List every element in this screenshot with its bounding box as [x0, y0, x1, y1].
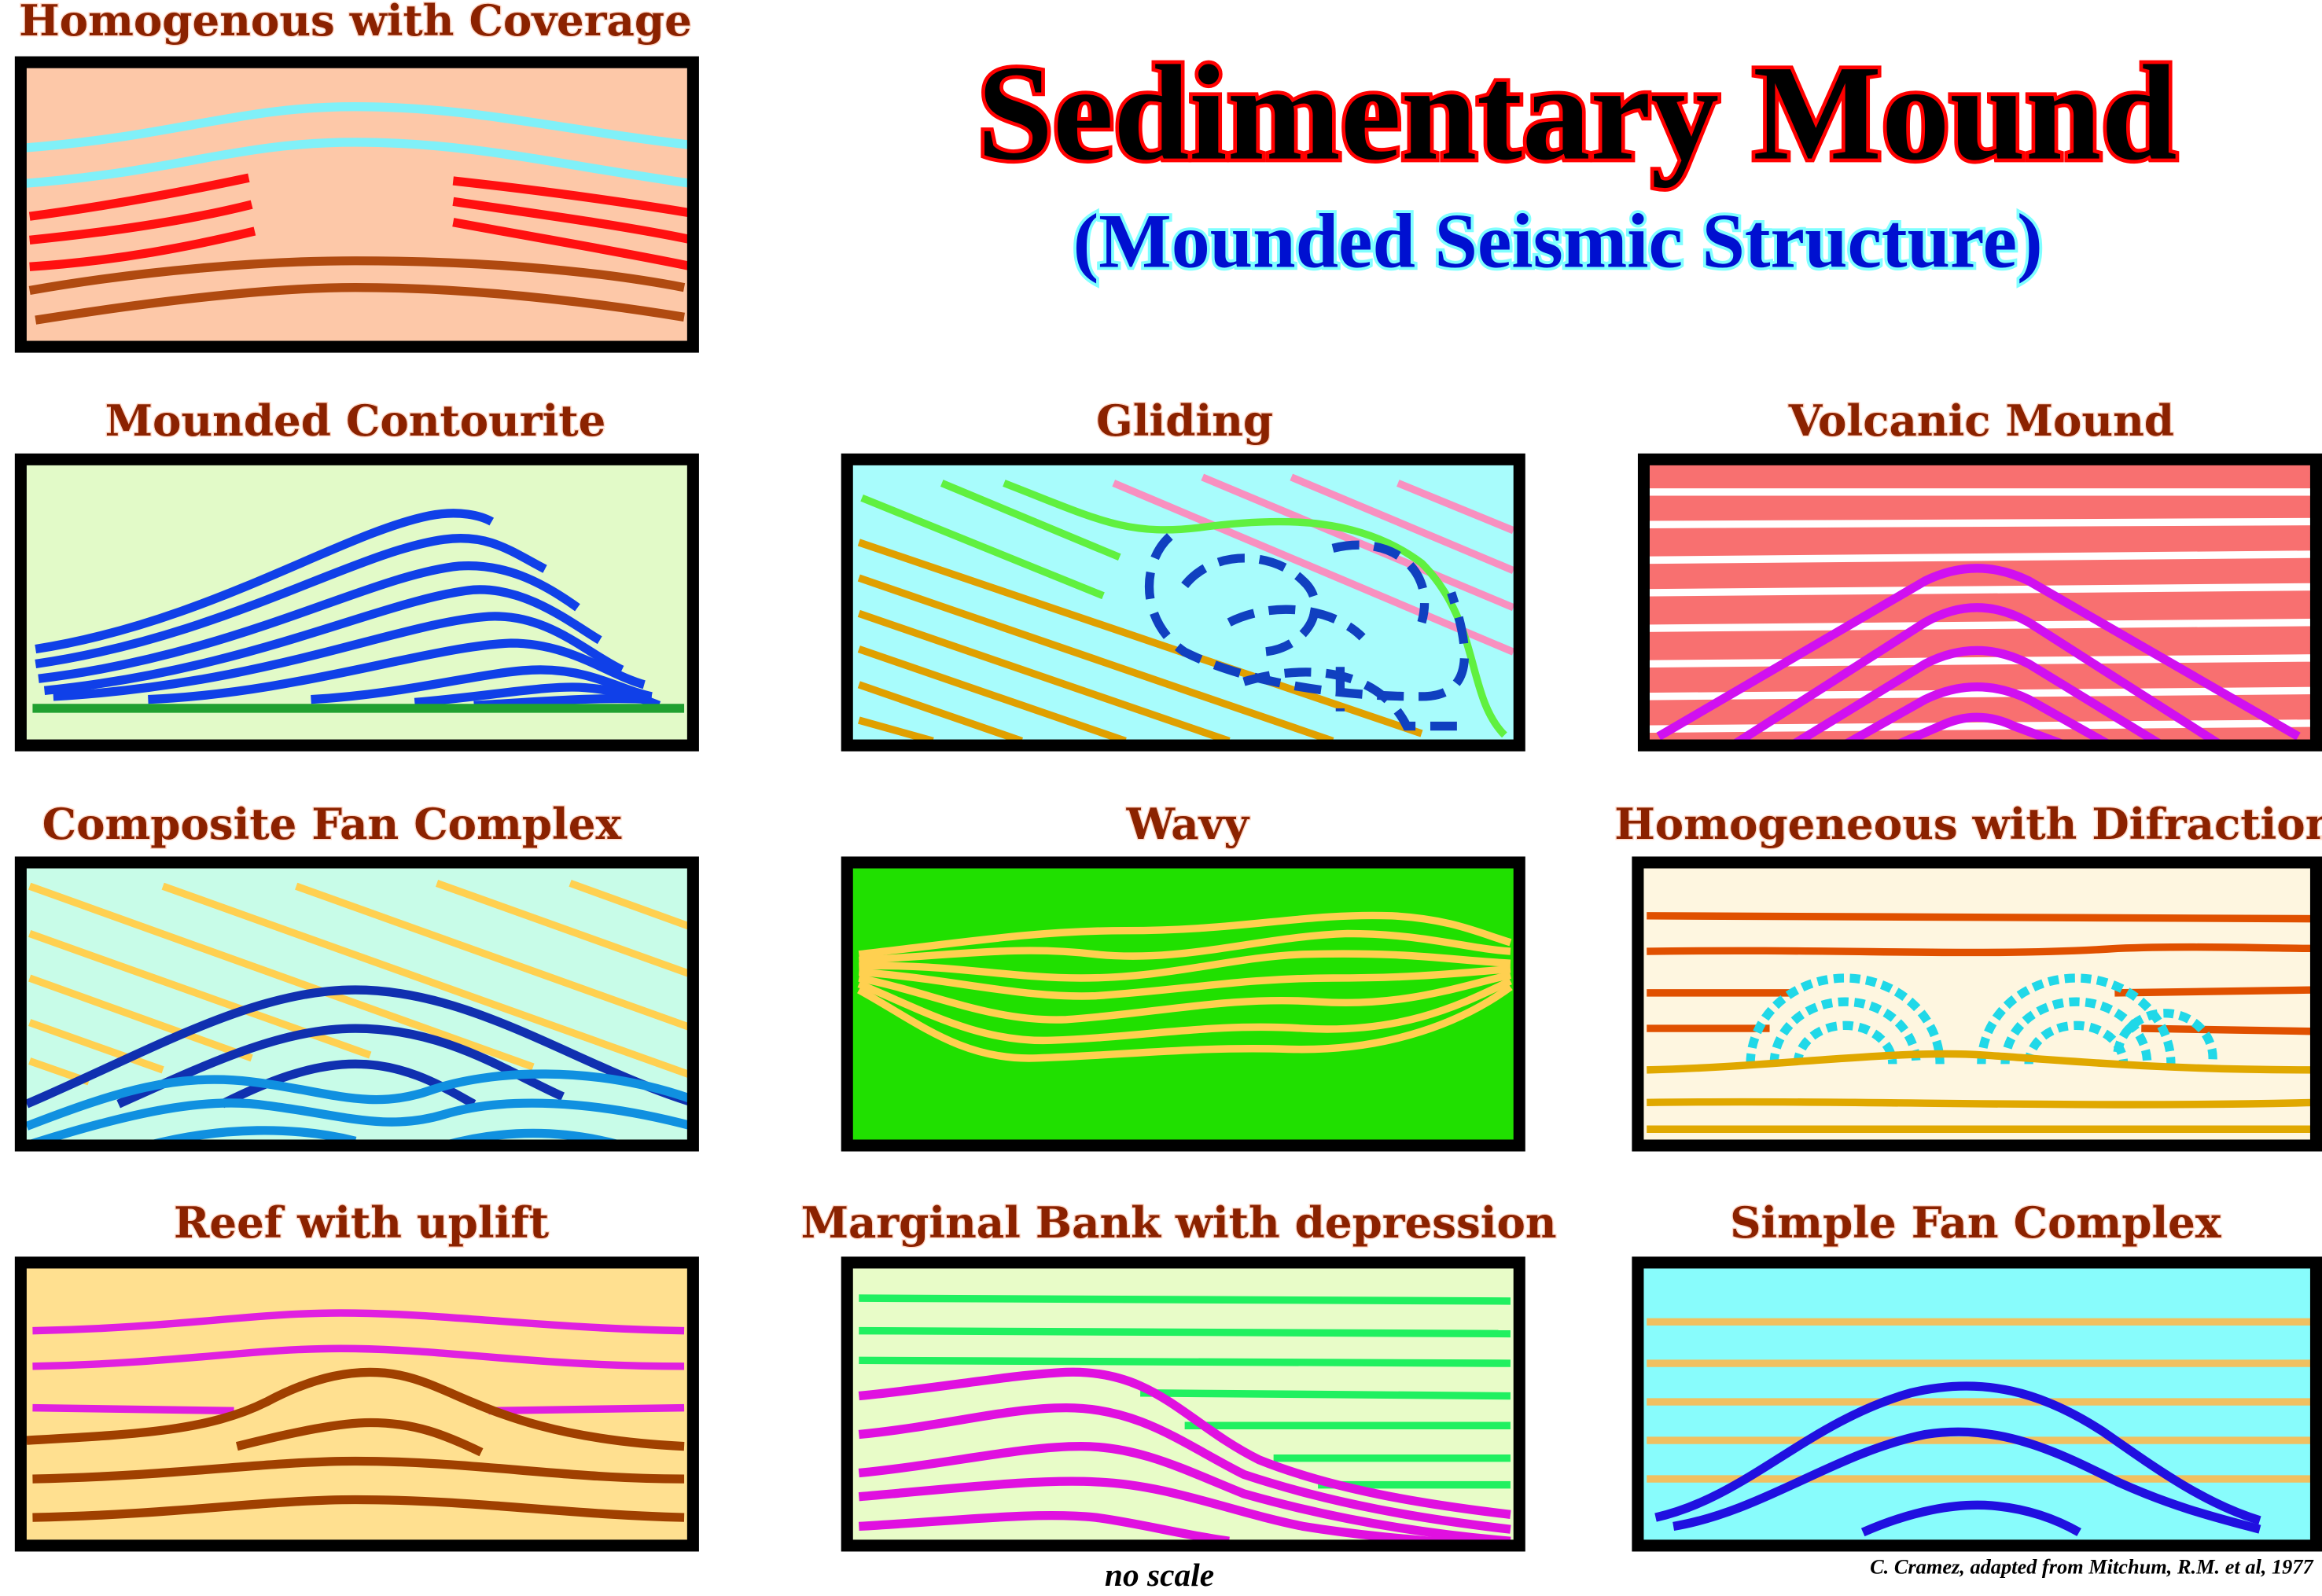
panel-label: Reef with uplift: [174, 1197, 549, 1248]
panel-label: Wavy: [1126, 799, 1251, 849]
panel-mounded-contourite: Mounded Contourite: [14, 395, 699, 752]
panel-marginal-bank-with-depression: Marginal Bank with depression: [800, 1196, 1558, 1552]
panel-label: Composite Fan Complex: [42, 799, 622, 849]
panel-label: Simple Fan Complex: [1730, 1197, 2221, 1248]
credit-text: C. Cramez, adapted from Mitchum, R.M. et…: [1870, 1556, 2314, 1579]
subtitle: (Mounded Seismic Structure): [1073, 199, 2043, 284]
panel-simple-fan-complex: Simple Fan Complex: [1632, 1196, 2322, 1552]
panel-volcanic-mound: Volcanic Mound: [1637, 395, 2322, 752]
main-title: Sedimentary Mound: [977, 39, 2177, 189]
panel-homogenous-with-coverage: Homogenous with Coverage: [14, 0, 699, 353]
panel-gliding: Gliding: [841, 395, 1525, 752]
panel-reef-with-uplift: Reef with uplift: [14, 1196, 699, 1552]
panel-label: Mounded Contourite: [105, 395, 606, 446]
panel-label: Homogeneous with Difraction: [1614, 799, 2322, 849]
panel-homogeneous-with-difraction: Homogeneous with Difraction: [1614, 797, 2322, 1152]
panel-label: Volcanic Mound: [1788, 395, 2174, 446]
panel-label: Marginal Bank with depression: [801, 1197, 1557, 1248]
panel-composite-fan-complex: Composite Fan Complex: [14, 797, 699, 1152]
scale-note: no scale: [1105, 1557, 1214, 1593]
panel-label: Homogenous with Coverage: [19, 0, 692, 46]
panel-wavy: Wavy: [841, 797, 1525, 1152]
panel-label: Gliding: [1096, 395, 1273, 446]
